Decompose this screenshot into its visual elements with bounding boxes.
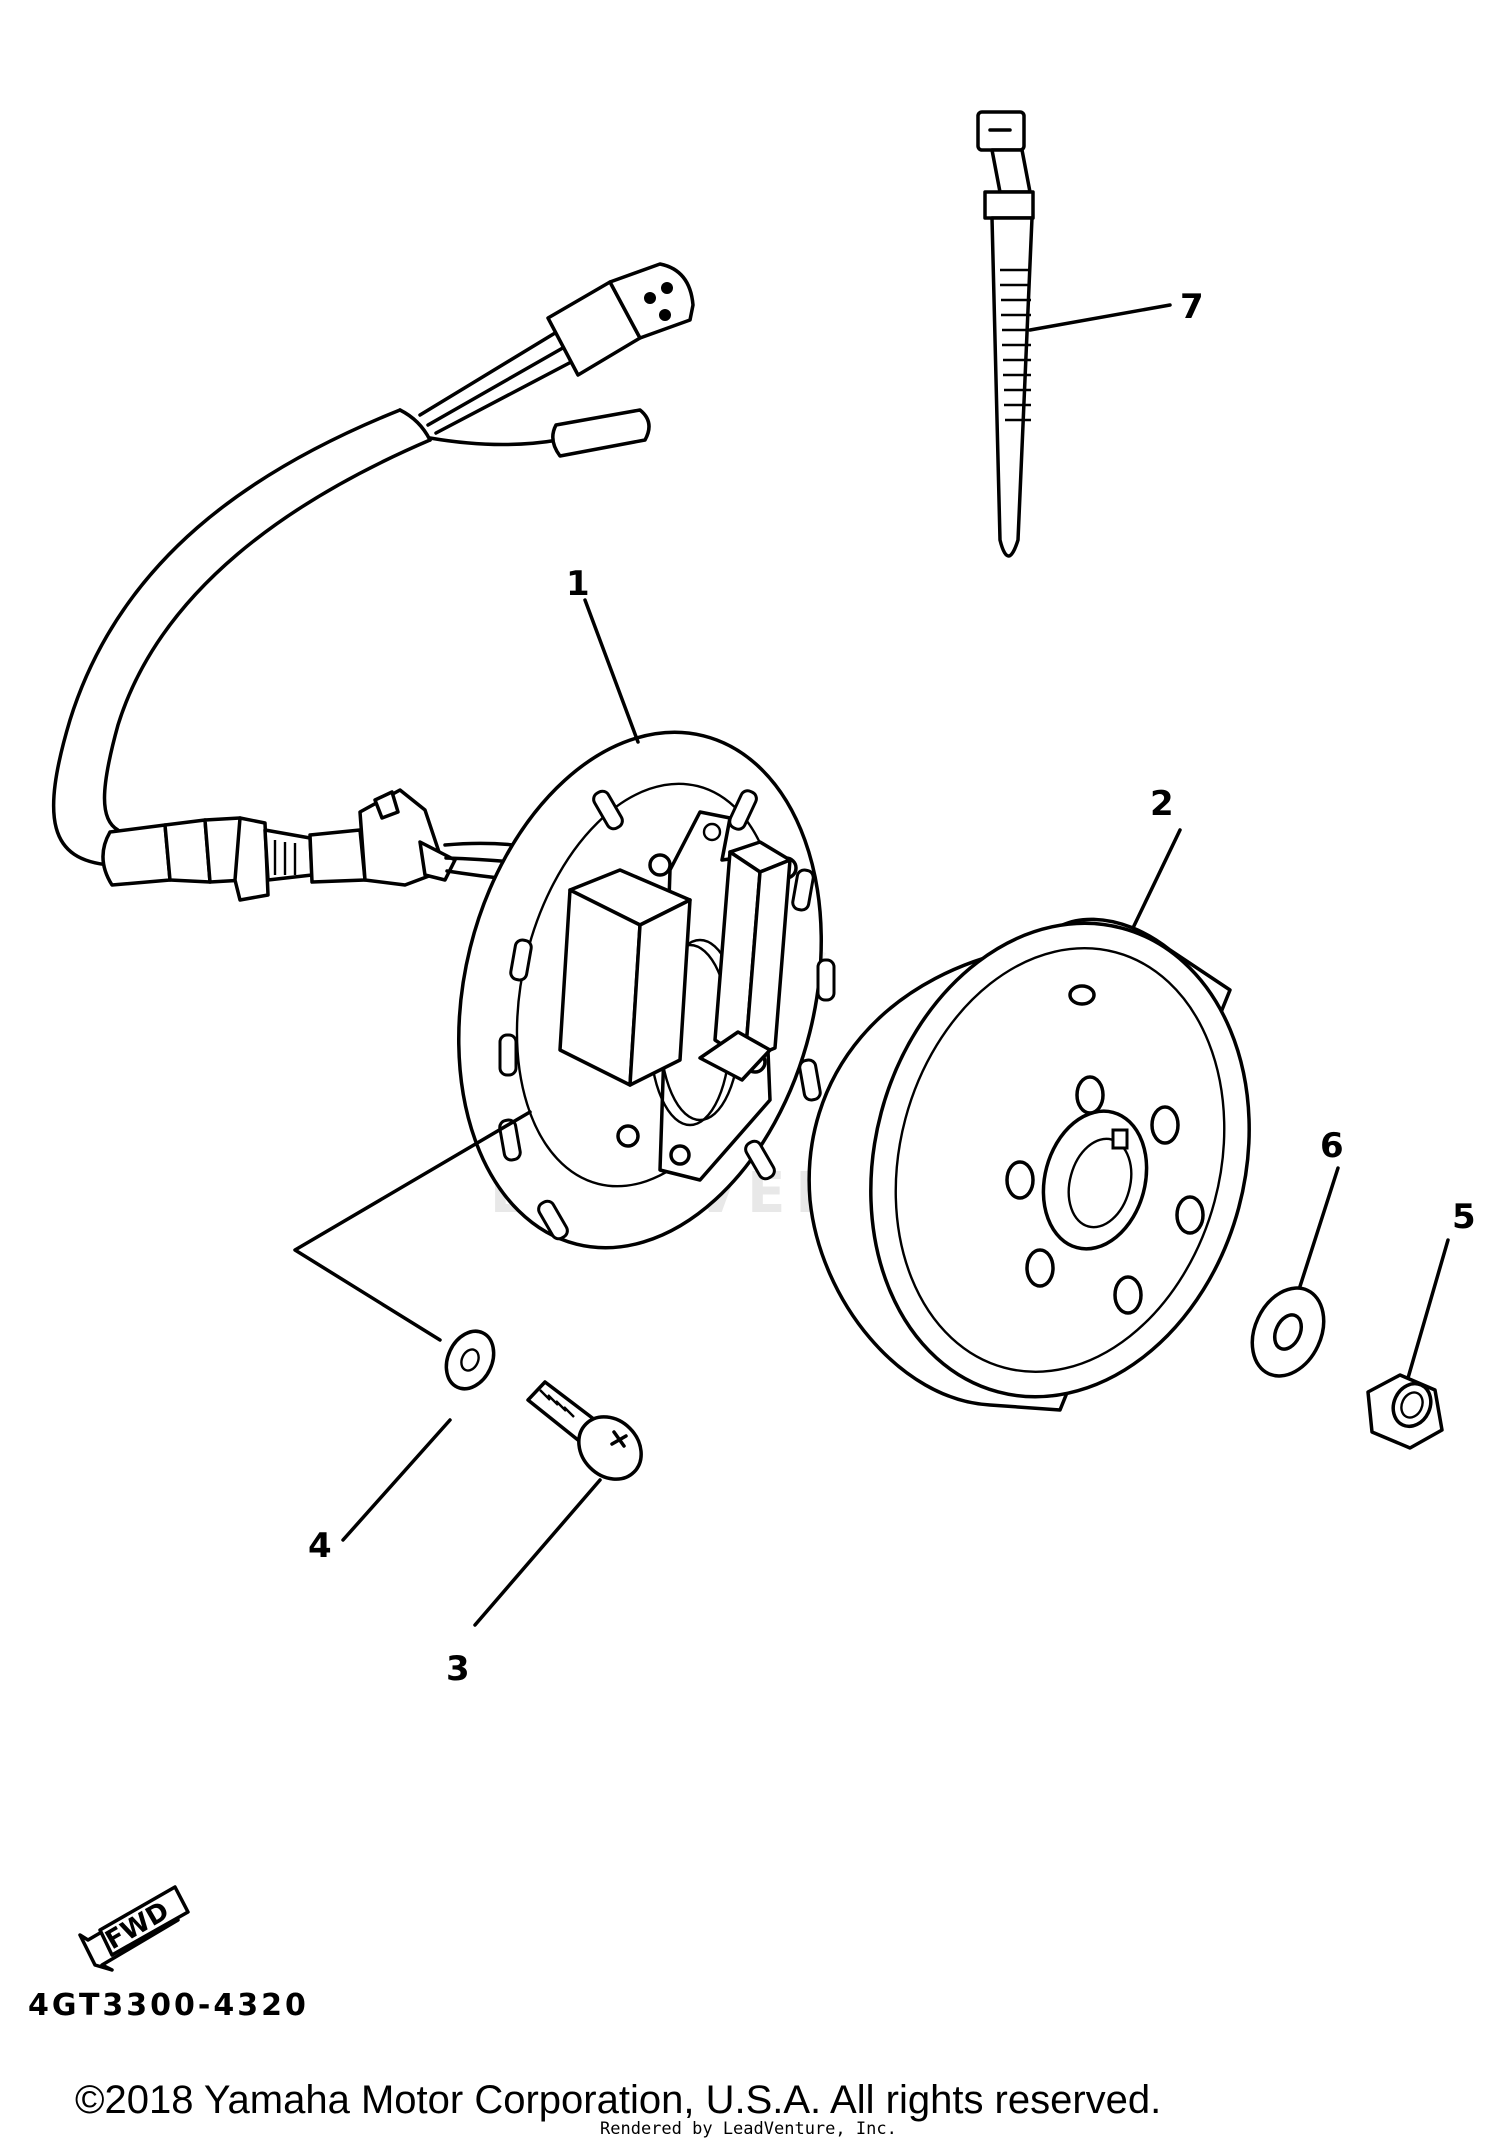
- callout-1: 1: [566, 564, 590, 604]
- callout-5: 5: [1452, 1197, 1476, 1237]
- callout-4: 4: [308, 1526, 332, 1566]
- washer-part-4[interactable]: [437, 1324, 502, 1397]
- stator-wire-harness: [51, 262, 695, 902]
- leader-lines: [293, 303, 1450, 1627]
- harness-grommet: [101, 788, 457, 902]
- screw-part-3[interactable]: [526, 1380, 654, 1492]
- diagram-code: 4GT3300-4320: [28, 1988, 309, 2023]
- fwd-label: FWD: [101, 1896, 175, 1956]
- stator-assembly-part-1[interactable]: [407, 693, 873, 1286]
- bullet-connector: [551, 408, 651, 458]
- callout-7: 7: [1180, 287, 1204, 327]
- callout-6: 6: [1320, 1126, 1344, 1166]
- callout-3: 3: [446, 1649, 470, 1689]
- callout-labels: 1 2 3 4 5 6 7: [308, 287, 1476, 1689]
- fwd-arrow-icon: FWD: [78, 1885, 190, 1972]
- washer-part-6[interactable]: [1239, 1276, 1338, 1387]
- stator-coupler-connector: [546, 262, 695, 377]
- flywheel-rotor-part-2[interactable]: [807, 880, 1301, 1439]
- cable-tie-part-7[interactable]: [976, 110, 1035, 558]
- callout-2: 2: [1150, 784, 1174, 824]
- copyright-notice: ©2018 Yamaha Motor Corporation, U.S.A. A…: [75, 2078, 1161, 2122]
- nut-part-5[interactable]: [1366, 1373, 1444, 1450]
- rendered-by-notice: Rendered by LeadVenture, Inc.: [600, 2119, 897, 2139]
